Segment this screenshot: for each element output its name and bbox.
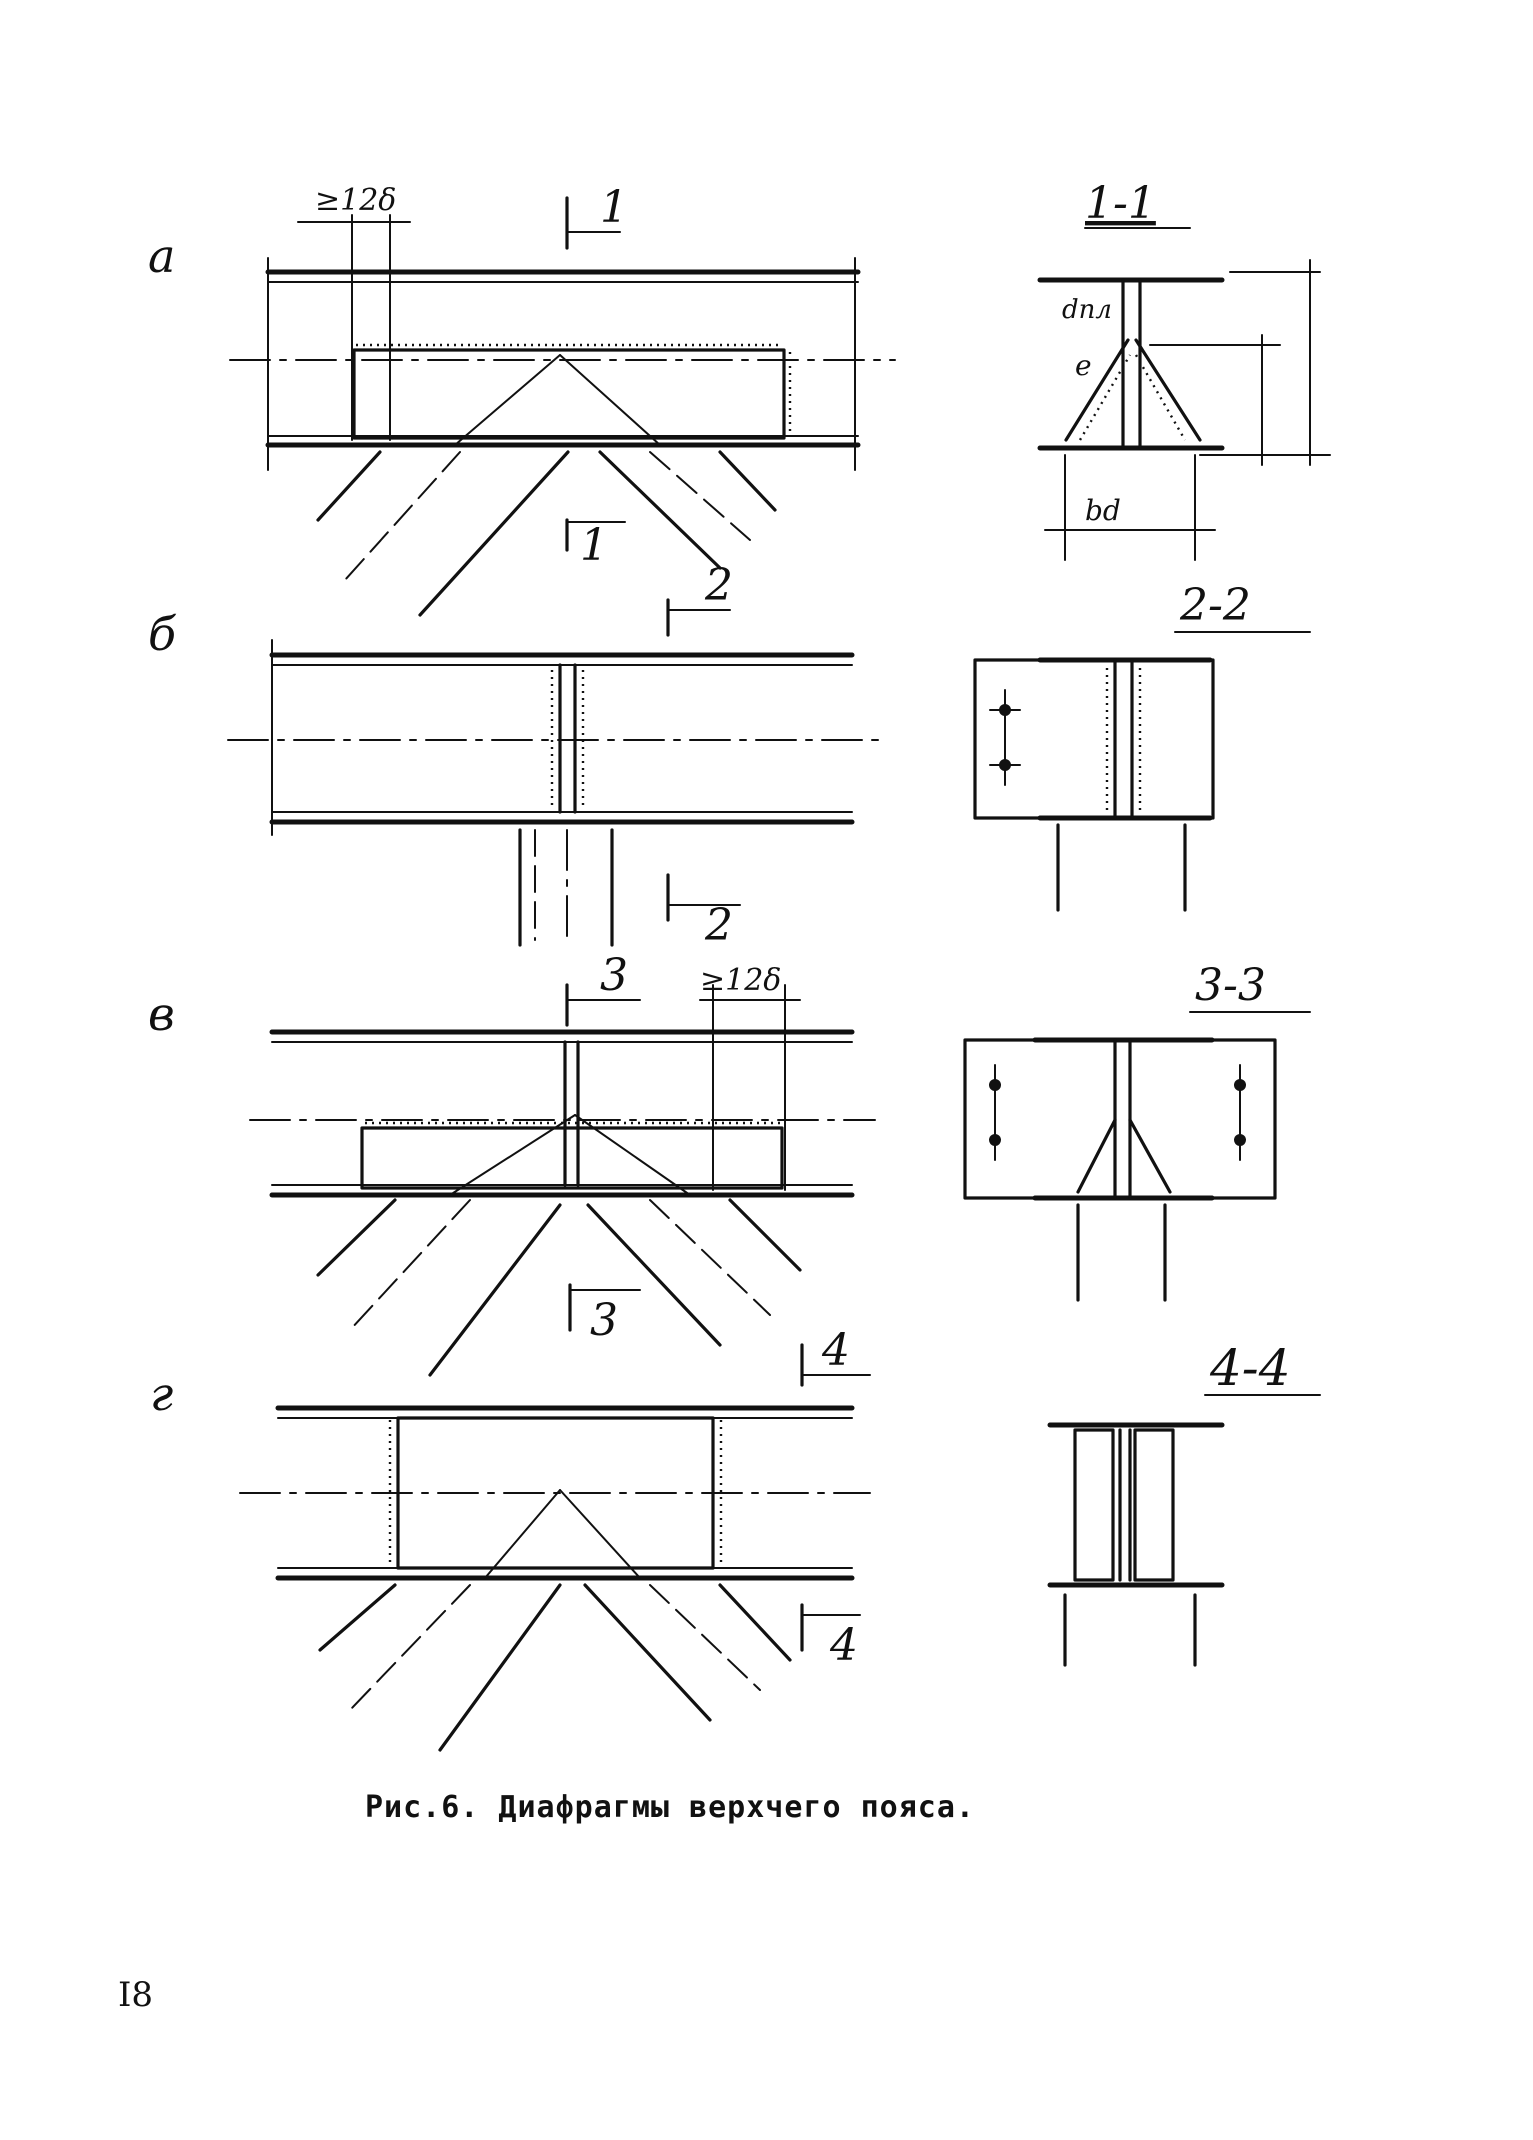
variant-b-cut-bottom: 2: [704, 900, 733, 951]
variant-g-letter: г: [150, 1367, 173, 1421]
variant-a-elevation: а ≥12δ 1 1: [148, 182, 896, 617]
section-2-2-title: 2-2: [1179, 580, 1251, 631]
variant-v-min-dim: ≥12δ: [700, 963, 781, 998]
section-1-1-title: 1-1: [1085, 178, 1156, 229]
section-4-4-title: 4-4: [1209, 1339, 1291, 1397]
variant-a-cut-bottom: 1: [580, 520, 608, 571]
variant-a-min-dim: ≥12δ: [315, 183, 396, 218]
section-2-2: 2-2: [973, 580, 1311, 912]
section-1-1-slope: е: [1075, 349, 1092, 382]
section-1-1-web: dпл: [1062, 295, 1112, 325]
section-3-3: 3-3: [963, 960, 1311, 1302]
variant-g-cut-bottom: 4: [829, 1620, 858, 1671]
variant-g-elevation: г 4 4: [150, 1325, 871, 1752]
variant-a-cut-top: 1: [600, 182, 628, 233]
variant-v-cut-top: 3: [600, 950, 628, 1001]
figure-caption: Рис.6. Диафрагмы верхчего пояса.: [365, 1790, 975, 1825]
variant-v-cut-bottom: 3: [590, 1295, 618, 1346]
page-number: I8: [118, 1975, 154, 2015]
variant-b-letter: б: [148, 607, 177, 661]
variant-b-cut-top: 2: [704, 560, 733, 611]
variant-g-cut-top: 4: [821, 1325, 850, 1376]
variant-b-elevation: б 2 2: [148, 560, 886, 951]
variant-v-elevation: в ≥12δ 3 3: [148, 950, 876, 1377]
variant-a-letter: а: [148, 229, 175, 283]
section-1-1-width: bd: [1085, 494, 1121, 527]
variant-v-letter: в: [148, 987, 175, 1041]
section-4-4: 4-4: [1047, 1339, 1321, 1667]
section-3-3-title: 3-3: [1195, 960, 1266, 1011]
section-1-1: 1-1 bd dпл е: [1037, 178, 1331, 561]
